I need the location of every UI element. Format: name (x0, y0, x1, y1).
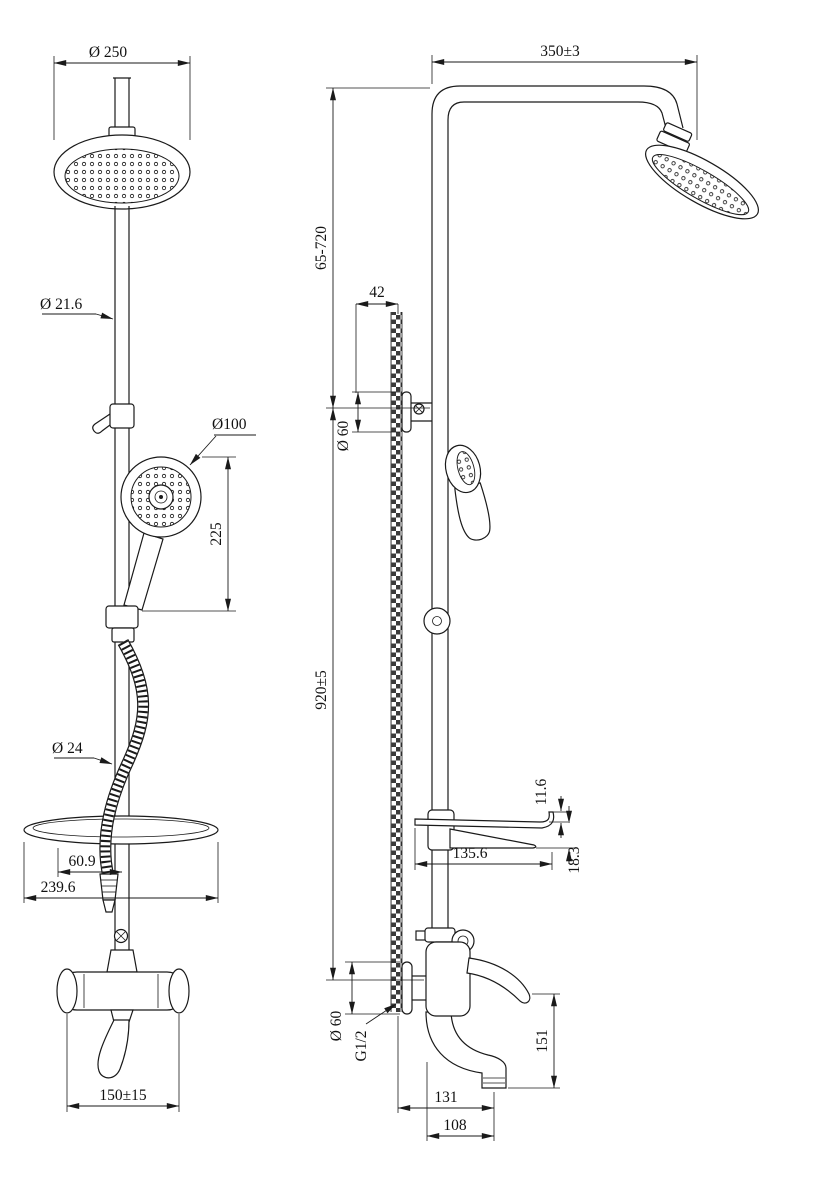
hose-nut-bottom (99, 873, 119, 901)
bracket-flange (401, 391, 412, 433)
overhead-shower-side (644, 144, 760, 220)
soap-shelf-front (23, 815, 219, 845)
dim-shelf-width: 239.6 (41, 879, 76, 896)
side-view: 350±3 65-720 920±5 42 Ø 60 (313, 43, 760, 1141)
dim-spout-length: 108 (443, 1117, 467, 1134)
dim-hand-shower-diameter: Ø100 (212, 416, 247, 433)
hand-shower-side (444, 444, 491, 541)
soap-shelf-side (414, 809, 555, 851)
spout-side (425, 1011, 507, 1089)
mixer-handle-front (97, 1019, 130, 1079)
hand-shower-holder (105, 605, 139, 629)
dim-spout-reach: 131 (434, 1089, 457, 1106)
shower-hose (99, 639, 150, 913)
dim-arm-reach: 350±3 (540, 43, 580, 60)
slide-knob-front (92, 403, 135, 434)
mixer-right-escutcheon (168, 968, 190, 1014)
front-dimensions: Ø 250 Ø 21.6 Ø100 225 Ø 24 60.9 (23, 44, 256, 1112)
dim-pipe-diameter: Ø 21.6 (40, 296, 82, 313)
dim-hand-shower-length: 225 (208, 522, 225, 546)
hand-shower-handle (123, 532, 164, 611)
mixer-handle-side (466, 957, 531, 1004)
head-joint-nut (656, 122, 693, 154)
overhead-shower-face (64, 148, 180, 204)
hose-nut-top (111, 627, 135, 643)
dim-spout-height: 151 (534, 1029, 551, 1052)
dim-inlet-spacing: 150±15 (99, 1087, 147, 1104)
front-view: Ø 250 Ø 21.6 Ø100 225 Ø 24 60.9 (23, 44, 256, 1112)
dim-bracket-diameter: Ø 60 (335, 420, 352, 451)
dim-column-height: 920±5 (313, 670, 330, 710)
slide-knob-lever (92, 413, 115, 434)
shower-column-side (431, 85, 693, 928)
dim-thread: G1/2 (353, 1031, 370, 1062)
mixer-flange-side (401, 961, 413, 1015)
dim-shelf-depth: 135.6 (453, 845, 488, 862)
dim-head-diameter: Ø 250 (89, 44, 128, 61)
wall-bracket (401, 391, 432, 433)
diverter-collar (424, 927, 456, 943)
wall-section (390, 312, 403, 1012)
dim-bracket-offset: 42 (369, 284, 385, 301)
overhead-shower-face-side (651, 154, 750, 216)
dim-shelf-edge: 18.3 (566, 846, 583, 873)
dim-shelf-offset: 60.9 (68, 853, 95, 870)
shelf-support (449, 828, 537, 849)
dim-hose-diameter: Ø 24 (52, 740, 83, 757)
dim-valve-diameter: Ø 60 (328, 1010, 345, 1041)
mixer-side (401, 927, 531, 1089)
dim-height-adjust: 65-720 (313, 226, 330, 270)
mixer-front (56, 928, 190, 1079)
hand-shower-front (105, 456, 202, 643)
slide-knob-side (423, 607, 451, 635)
overhead-shower-front (53, 77, 191, 210)
mixer-body-side (425, 941, 471, 1017)
dim-shelf-lip: 11.6 (533, 778, 550, 805)
mixer-inlet-front (106, 949, 138, 973)
side-dimensions: 350±3 65-720 920±5 42 Ø 60 (313, 43, 698, 1141)
mixer-left-escutcheon (56, 968, 78, 1014)
